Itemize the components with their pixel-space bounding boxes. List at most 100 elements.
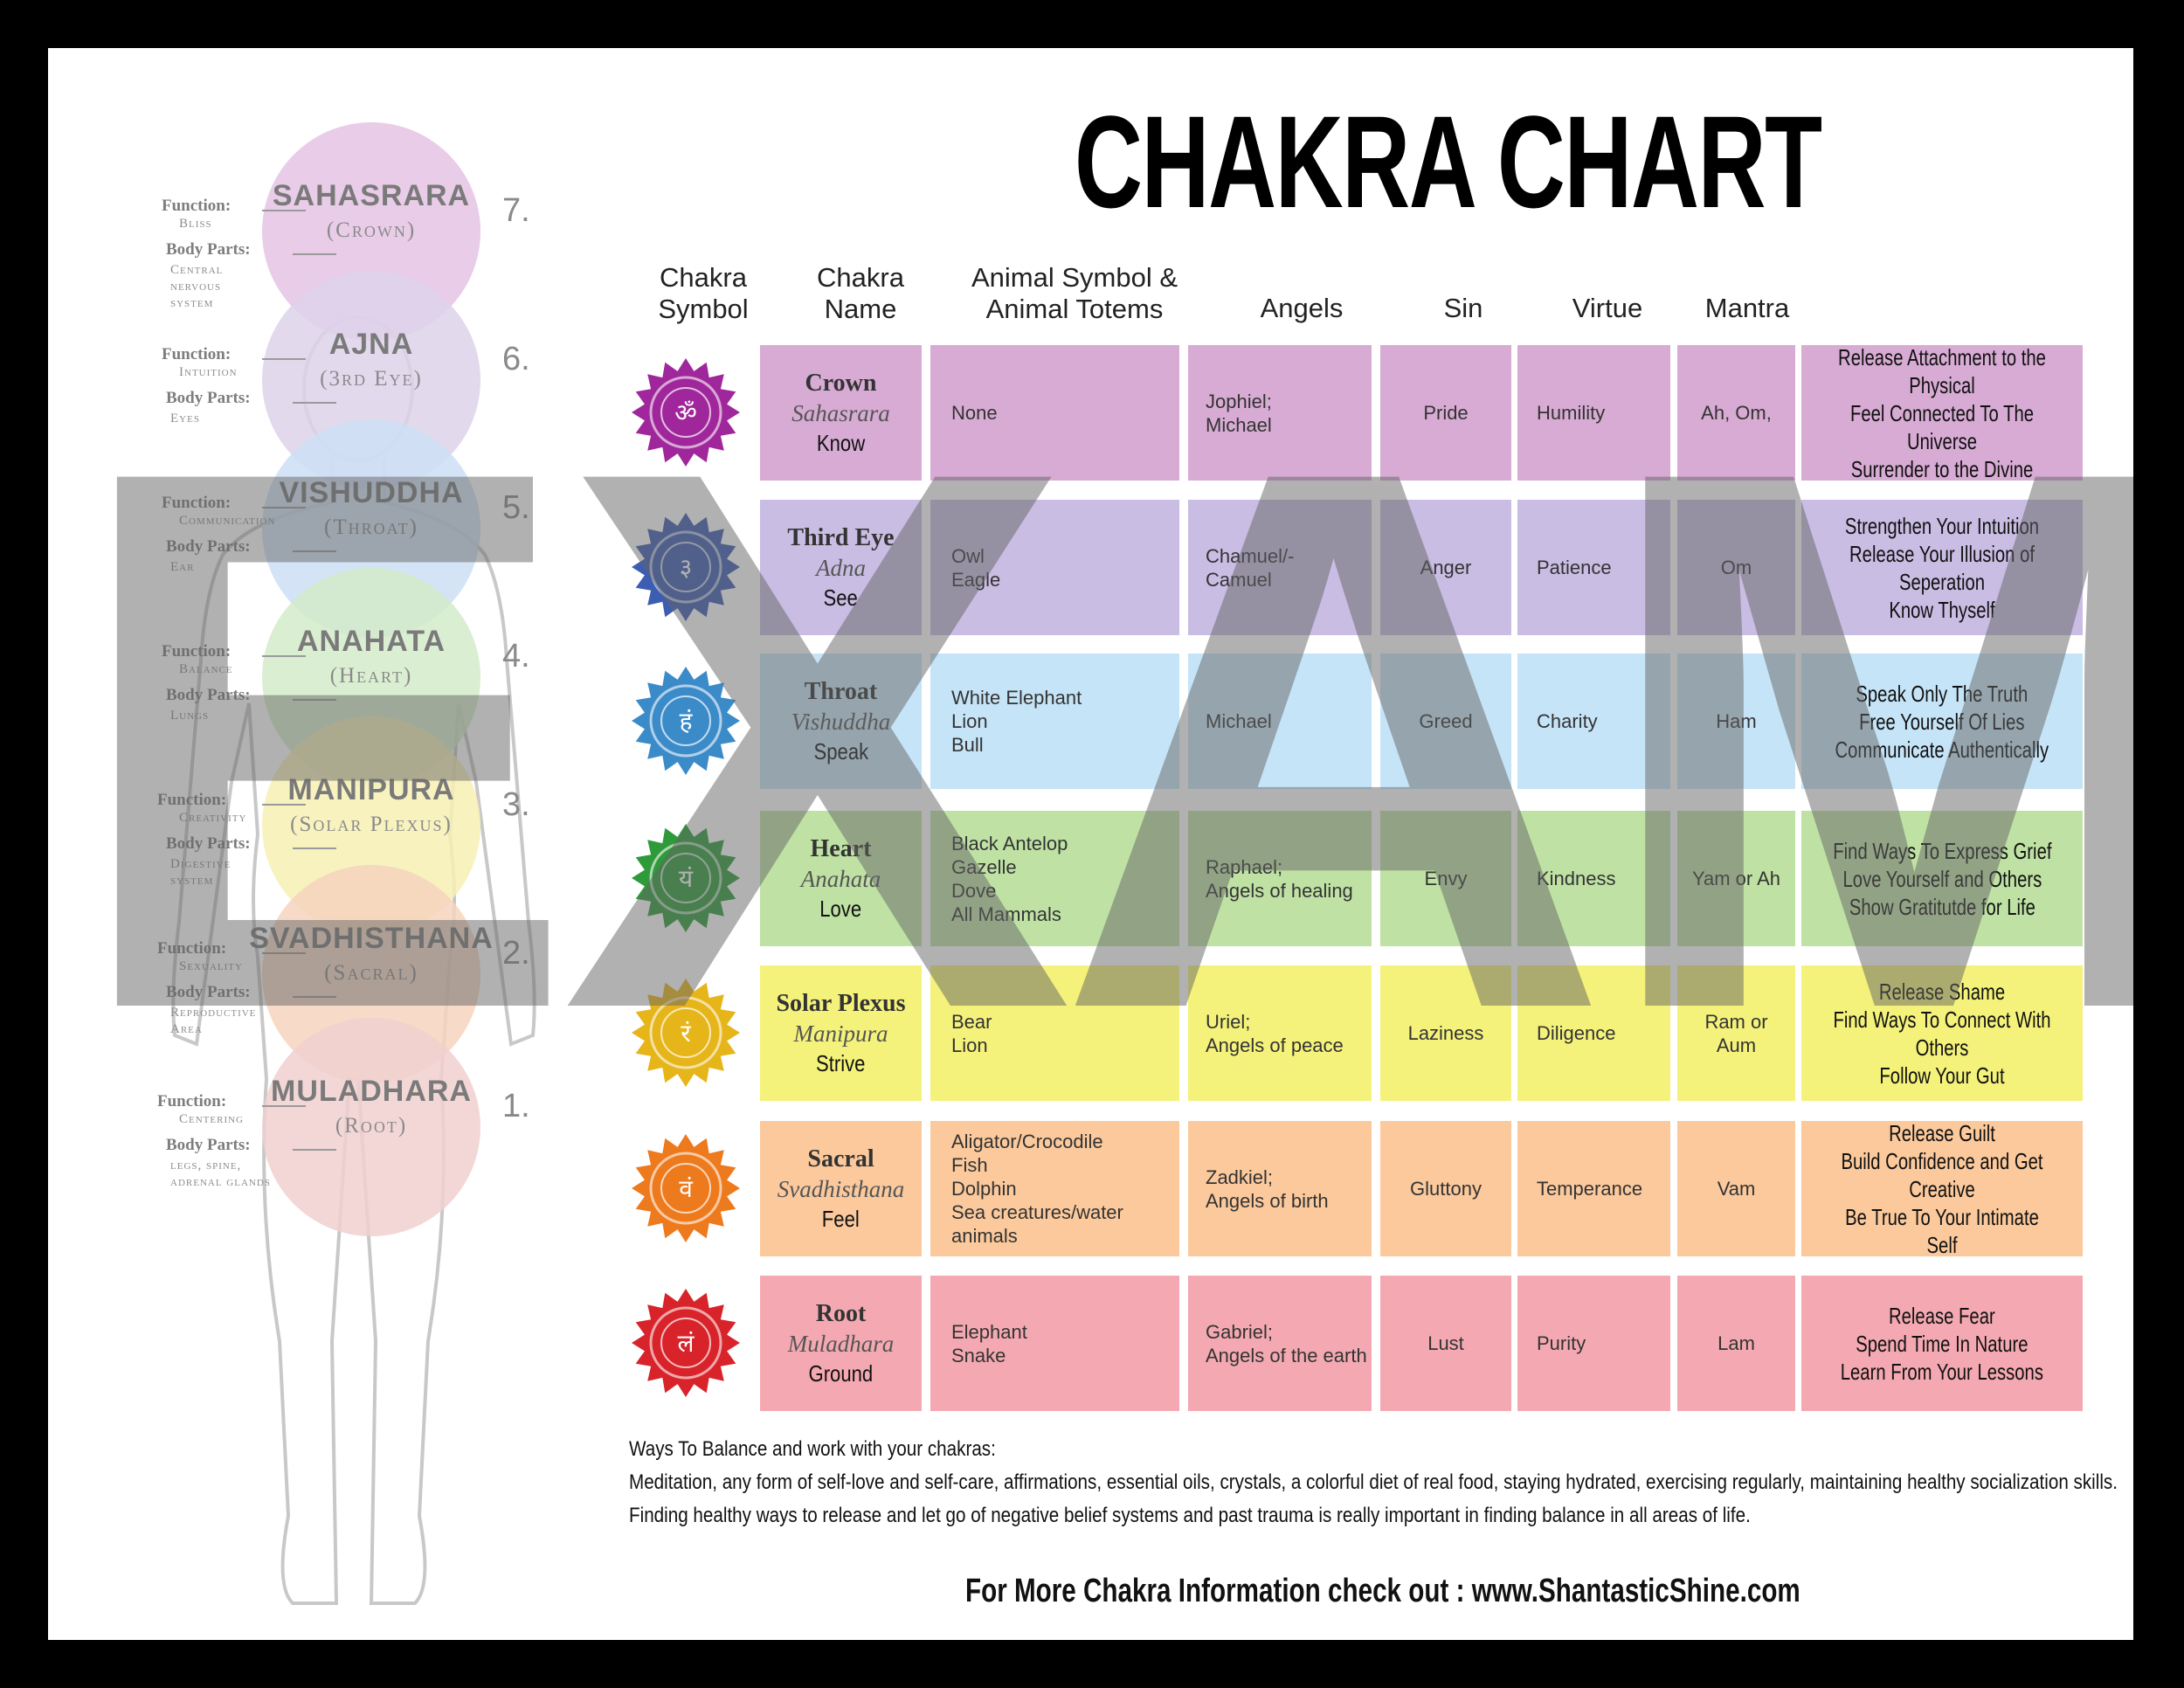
chakra-sanskrit-name: Sahasrara xyxy=(791,399,890,426)
mantra-cell: Ah, Om, xyxy=(1677,345,1795,481)
figure-chakra-number: 6. xyxy=(502,341,530,377)
figure-chakra-english: (Solar Plexus) xyxy=(290,813,453,836)
figure-chakra-number: 7. xyxy=(502,192,530,229)
body-parts-label: Body Parts: xyxy=(166,389,251,407)
figure-chakra-english: (3rd Eye) xyxy=(320,367,423,391)
angels-cell: Michael xyxy=(1188,654,1372,789)
leader-line xyxy=(293,847,336,849)
figure-chakra-name: VISHUDDHA xyxy=(279,476,464,509)
chakra-sanskrit-name: Vishuddha xyxy=(791,708,891,735)
svg-text:३: ३ xyxy=(680,553,693,582)
figure-chakra-name: SAHASRARA xyxy=(272,179,471,212)
mantra-cell: Vam xyxy=(1677,1121,1795,1256)
chakra-disc-muladhara xyxy=(262,1018,480,1236)
sin-cell: Greed xyxy=(1380,654,1511,789)
header-mantra: Mantra xyxy=(1704,293,1790,323)
chakra-verb: Strive xyxy=(816,1049,866,1076)
body-parts-label: Body Parts: xyxy=(166,537,251,556)
affirmation-cell: Release Guilt Build Confidence and Get C… xyxy=(1801,1119,2083,1258)
angels-cell: Jophiel; Michael xyxy=(1188,345,1372,481)
mantra-cell: Ram or Aum xyxy=(1677,965,1795,1101)
function-value: Centering xyxy=(179,1112,244,1126)
mantra-cell: Om xyxy=(1677,500,1795,635)
website-link[interactable]: For More Chakra Information check out : … xyxy=(965,1573,1800,1609)
chakra-verb: Speak xyxy=(813,737,868,764)
figure-chakra-number: 1. xyxy=(502,1088,530,1124)
function-value: Sexuality xyxy=(179,959,243,973)
leader-line xyxy=(262,804,306,806)
affirmation-cell: Release Attachment to the Physical Feel … xyxy=(1801,344,2083,482)
figure-chakra-number: 2. xyxy=(502,935,530,972)
sin-cell: Anger xyxy=(1380,500,1511,635)
svg-text:ॐ: ॐ xyxy=(674,398,697,427)
function-label: Function: xyxy=(162,494,232,512)
chakra-sanskrit-name: Svadhisthana xyxy=(777,1175,905,1202)
angels-cell: Gabriel; Angels of the earth xyxy=(1188,1276,1372,1411)
chakra-english-name: Sacral xyxy=(807,1145,874,1173)
angels-cell: Zadkiel; Angels of birth xyxy=(1188,1121,1372,1256)
chakra-verb: Know xyxy=(816,429,866,456)
virtue-cell: Temperance xyxy=(1517,1121,1670,1256)
header-sin: Sin xyxy=(1443,293,1483,323)
affirmation-text: Speak Only The Truth Free Yourself Of Li… xyxy=(1835,680,2049,763)
affirmation-text: Release Shame Find Ways To Connect With … xyxy=(1833,978,2051,1089)
figure-chakra-english: (Throat) xyxy=(324,515,418,539)
chakra-sanskrit-name: Adna xyxy=(816,554,866,581)
body-parts-label: Body Parts: xyxy=(166,1136,251,1154)
affirmation-text: Strengthen Your Intuition Release Your I… xyxy=(1844,512,2040,623)
chakra-symbol-throat-icon: हं xyxy=(632,667,740,775)
header-angels: Angels xyxy=(1260,293,1344,323)
chakra-english-name: Root xyxy=(815,1299,867,1327)
body-parts-value: Reproductive Area xyxy=(170,1006,257,1036)
leader-line xyxy=(262,655,306,657)
chakra-english-name: Solar Plexus xyxy=(776,989,906,1017)
chakra-symbol-crown-icon: ॐ xyxy=(632,358,740,467)
figure-chakra-english: (Root) xyxy=(335,1114,408,1138)
chakra-verb: Feel xyxy=(821,1205,860,1232)
svg-text:वं: वं xyxy=(679,1174,693,1203)
figure-chakra-number: 5. xyxy=(502,489,530,526)
chakra-english-name: Heart xyxy=(810,834,872,862)
function-value: Bliss xyxy=(179,217,212,231)
chakra-english-name: Throat xyxy=(804,677,878,705)
body-parts-label: Body Parts: xyxy=(166,686,251,704)
header-virtue: Virtue xyxy=(1572,293,1643,323)
header-chakra-symbol: Chakra Symbol xyxy=(658,262,749,324)
leader-line xyxy=(262,1105,306,1107)
body-parts-value: Digestive system xyxy=(170,857,232,888)
mantra-cell: Lam xyxy=(1677,1276,1795,1411)
virtue-cell: Charity xyxy=(1517,654,1670,789)
function-label: Function: xyxy=(162,642,232,661)
leader-line xyxy=(262,507,306,508)
animal-totems-cell: Aligator/Crocodile Fish Dolphin Sea crea… xyxy=(930,1121,1179,1256)
chakra-sanskrit-name: Anahata xyxy=(800,865,881,892)
angels-cell: Raphael; Angels of healing xyxy=(1188,811,1372,946)
leader-line xyxy=(293,550,336,552)
figure-chakra-name: MULADHARA xyxy=(271,1075,472,1108)
figure-chakra-english: (Crown) xyxy=(326,218,417,242)
angels-cell: Chamuel/- Camuel xyxy=(1188,500,1372,635)
chakra-verb: See xyxy=(823,584,859,611)
svg-text:रं: रं xyxy=(681,1019,691,1048)
function-label: Function: xyxy=(162,197,232,215)
body-parts-value: legs, spine, adrenal glands xyxy=(170,1159,271,1189)
ways-line-1: Meditation, any form of self-love and se… xyxy=(629,1470,2118,1494)
svg-text:यं: यं xyxy=(679,864,694,893)
function-value: Communication xyxy=(179,514,276,528)
figure-chakra-number: 3. xyxy=(502,786,530,823)
leader-line xyxy=(293,996,336,998)
affirmation-text: Release Guilt Build Confidence and Get C… xyxy=(1841,1119,2043,1258)
leader-line xyxy=(293,253,336,255)
sin-cell: Laziness xyxy=(1380,965,1511,1101)
affirmation-text: Find Ways To Express Grief Love Yourself… xyxy=(1832,837,2052,920)
leader-line xyxy=(293,699,336,701)
virtue-cell: Purity xyxy=(1517,1276,1670,1411)
chakra-symbol-solar-plexus-icon: रं xyxy=(632,979,740,1087)
svg-text:हं: हं xyxy=(680,707,694,736)
chakra-sanskrit-name: Manipura xyxy=(793,1020,888,1047)
figure-chakra-name: AJNA xyxy=(328,328,414,361)
